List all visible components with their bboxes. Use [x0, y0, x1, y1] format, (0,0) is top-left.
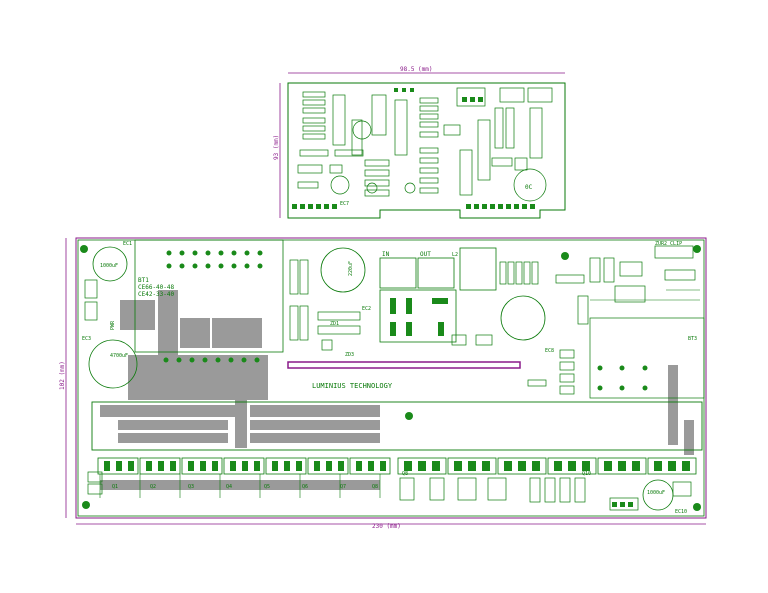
zd1-label: ZD1 [330, 321, 339, 327]
out-connector [417, 257, 455, 289]
battery-title: BT1 [138, 277, 149, 284]
heatsink-frame [91, 401, 703, 451]
small-left-components [297, 87, 553, 202]
cap-1000b-label: 1000uF [647, 490, 665, 496]
main-board-outline [75, 237, 707, 519]
l2-label: L2 [452, 252, 458, 258]
battery-pads [163, 250, 263, 363]
ec10-label: EC10 [675, 509, 687, 515]
ec7-label: EC7 [340, 201, 349, 207]
main-board: 230 (mm) 102 (mm) [59, 201, 707, 530]
in-connector [379, 257, 417, 289]
mounting-holes [80, 245, 701, 511]
main-height-label: 102 (mm) [59, 361, 66, 390]
cap-220-label: 220uF [348, 261, 354, 276]
small-height-label: 93 (mm) [273, 135, 280, 160]
ec2-label: EC2 [362, 306, 371, 312]
main-width-label: 230 (mm) [372, 523, 401, 530]
ec8-label: EC8 [545, 348, 554, 354]
company-label: LUMINIUS TECHNOLOGY [312, 382, 393, 390]
battery-outline [134, 239, 284, 353]
header-strip [287, 361, 521, 369]
small-board: 98.5 (mm) 93 (mm) [273, 66, 566, 219]
q-label: Q1 [112, 484, 118, 490]
bottom-connector-row [97, 457, 697, 475]
small-ec-label: 0C [525, 184, 533, 191]
battery-model-a: CE66-40-48 [138, 284, 175, 291]
battery-model-b: CE42-33-40 [138, 291, 175, 298]
q-label: Q3 [188, 484, 194, 490]
pwr-label: PWR [110, 320, 116, 330]
q-label: Q7 [340, 484, 346, 490]
left-capacitors [88, 246, 674, 511]
q-label: Q5 [264, 484, 270, 490]
small-board-pads [292, 88, 535, 209]
relay-block [379, 289, 457, 343]
q8-label: Q8 [402, 471, 408, 477]
q10-label: Q10 [582, 471, 591, 477]
ec1-label: EC1 [123, 241, 132, 247]
bt3-label: BT3 [688, 336, 697, 342]
ec3-label: EC3 [82, 336, 91, 342]
q-label: Q8 [372, 484, 378, 490]
cap-4700-label: 4700uF [110, 353, 128, 359]
in-label: IN [382, 251, 390, 258]
heatsink-areas [100, 290, 694, 490]
q-label: Q2 [150, 484, 156, 490]
small-width-label: 98.5 (mm) [400, 66, 433, 73]
cap-1000-label: 1000uF [100, 263, 118, 269]
q-label: Q4 [226, 484, 232, 490]
q-label: Q6 [302, 484, 308, 490]
relay-pads [390, 298, 448, 336]
bottom-q-labels: Q1 Q2 Q3 Q4 Q5 Q6 Q7 Q8 Q8 Q10 [112, 471, 591, 490]
right-components [84, 245, 705, 511]
out-label: OUT [420, 251, 431, 258]
small-board-outline [287, 82, 566, 219]
traces [99, 289, 700, 498]
bottom-connector-pads [104, 461, 690, 471]
zd3-label: ZD3 [345, 352, 354, 358]
right-pads [597, 365, 648, 507]
inductor-l2 [459, 247, 497, 291]
zd2-label: ZUR2 CLIP [655, 241, 682, 247]
